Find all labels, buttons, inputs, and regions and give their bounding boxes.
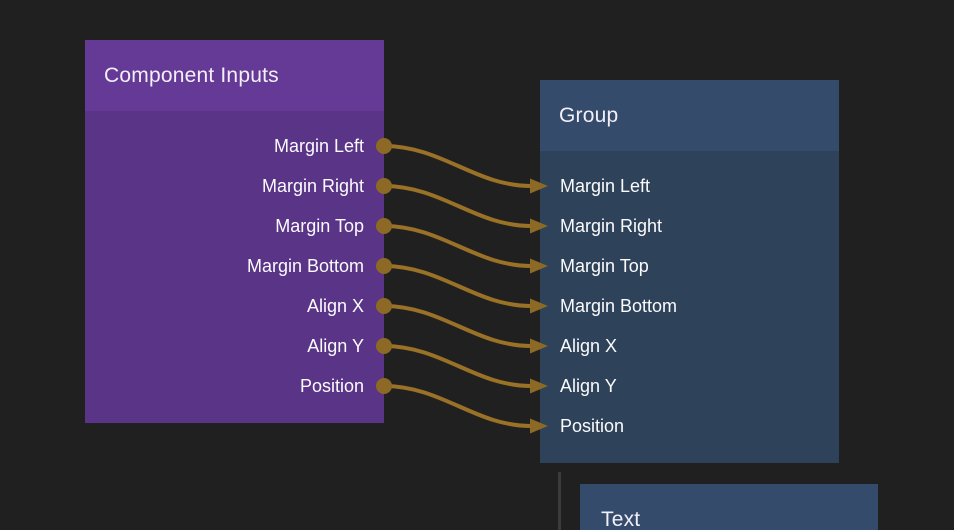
node-component-inputs-header[interactable]: Component Inputs <box>85 40 384 111</box>
node-text[interactable]: Text <box>580 484 878 530</box>
wire-align-x[interactable] <box>383 304 532 348</box>
wire-margin-bottom[interactable] <box>383 264 532 308</box>
input-port-margin-right[interactable]: Margin Right <box>560 215 663 236</box>
node-group-title: Group <box>559 103 619 127</box>
node-text-header[interactable]: Text <box>580 484 878 530</box>
wire-margin-top[interactable] <box>383 224 532 268</box>
wire-margin-right[interactable] <box>383 184 532 228</box>
node-text-title: Text <box>601 507 641 530</box>
input-port-margin-top[interactable]: Margin Top <box>560 255 649 276</box>
output-port-margin-left[interactable]: Margin Left <box>273 135 364 156</box>
output-port-align-x[interactable]: Align X <box>306 295 364 316</box>
input-port-margin-left[interactable]: Margin Left <box>560 175 651 196</box>
output-port-margin-top[interactable]: Margin Top <box>275 215 364 236</box>
output-port-margin-bottom[interactable]: Margin Bottom <box>246 255 364 276</box>
output-port-margin-right[interactable]: Margin Right <box>261 175 364 196</box>
pending-wire-line <box>558 472 561 530</box>
input-port-position[interactable]: Position <box>560 415 625 436</box>
input-port-margin-bottom[interactable]: Margin Bottom <box>560 295 678 316</box>
input-port-align-x[interactable]: Align X <box>560 335 618 356</box>
output-port-align-y[interactable]: Align Y <box>307 335 364 356</box>
input-port-align-y[interactable]: Align Y <box>560 375 617 396</box>
wire-margin-left[interactable] <box>383 144 532 188</box>
node-component-inputs-title: Component Inputs <box>104 63 279 87</box>
node-group-header[interactable]: Group <box>540 80 839 151</box>
output-port-position[interactable]: Position <box>299 375 364 396</box>
wire-align-y[interactable] <box>383 344 532 388</box>
wire-position[interactable] <box>383 384 532 428</box>
